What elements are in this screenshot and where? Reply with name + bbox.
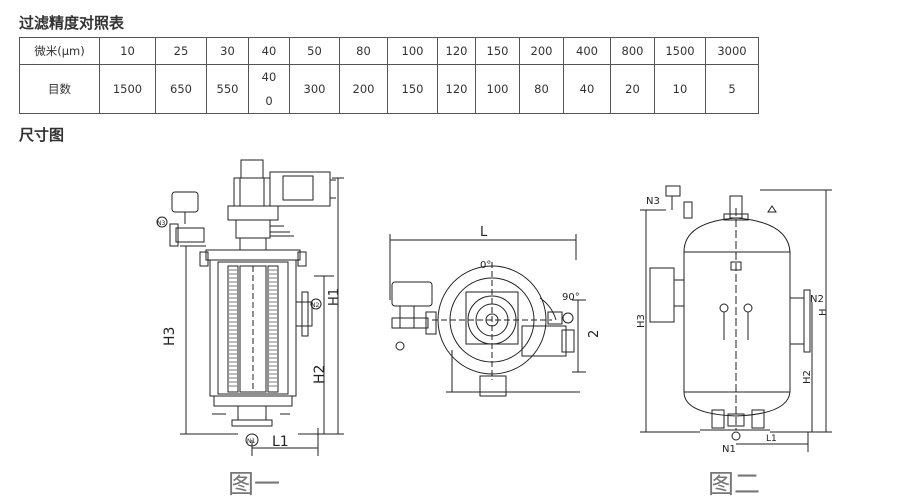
label-l: L <box>480 225 488 240</box>
micron-cell: 80 <box>339 37 388 65</box>
mesh-cell: 650 <box>155 64 207 114</box>
micron-cell: 200 <box>519 37 564 65</box>
micron-cell: 1500 <box>654 37 706 65</box>
top-view-drawing: 0° 90° L 2 <box>389 225 602 397</box>
micron-cell: 10 <box>99 37 156 65</box>
fig2-label-n2: N2 <box>810 294 824 305</box>
micron-cell: 100 <box>387 37 438 65</box>
label-l1: L1 <box>272 434 289 450</box>
mesh-cell: 550 <box>206 64 249 114</box>
fig2-label-n3: N3 <box>646 196 660 207</box>
label-h3: H3 <box>162 327 178 346</box>
mesh-cell: 5 <box>705 64 759 114</box>
micron-cell: 30 <box>206 37 249 65</box>
fig2-label-h3: H3 <box>636 314 647 328</box>
label-n1: N1 <box>247 438 255 445</box>
mesh-cell: 40 <box>563 64 611 114</box>
figure1-drawing: H3 H2 H1 L1 N1 N2 N3 <box>156 159 344 456</box>
precision-table: 微米(μm) 10 25 30 40 50 80 100 120 150 200… <box>19 37 759 114</box>
mesh-cell: 10 <box>654 64 706 114</box>
label-h1: H1 <box>327 288 342 306</box>
label-90-degrees: 90° <box>562 292 580 303</box>
mesh-row: 目数 1500 650 550 400 300 200 150 120 100 … <box>19 64 759 114</box>
precision-table-title: 过滤精度对照表 <box>19 14 125 32</box>
figure2-drawing: H3 H2 H N3 N2 N1 L1 <box>636 185 832 455</box>
micron-cell: 25 <box>155 37 207 65</box>
fig2-label-l1: L1 <box>766 434 777 444</box>
figure1-caption: 图一 <box>228 470 281 500</box>
fig2-label-h: H <box>818 308 829 316</box>
label-n2: N2 <box>311 302 319 309</box>
label-dim-2: 2 <box>587 330 602 338</box>
micron-cell: 150 <box>475 37 520 65</box>
mesh-cell: 200 <box>339 64 388 114</box>
figure1-mesh-hatch <box>229 269 277 387</box>
figure2-caption: 图二 <box>708 470 761 500</box>
fig2-label-n1: N1 <box>722 444 736 455</box>
fig2-label-h2: H2 <box>802 370 813 384</box>
row-label-mesh: 目数 <box>19 64 100 114</box>
label-0-degrees: 0° <box>480 260 491 271</box>
mesh-cell-text: 400 <box>261 70 277 108</box>
dimension-drawing-title: 尺寸图 <box>19 126 65 144</box>
mesh-cell: 100 <box>475 64 520 114</box>
label-n3: N3 <box>157 220 165 227</box>
label-h2: H2 <box>312 365 328 384</box>
row-label-micron: 微米(μm) <box>19 37 100 65</box>
mesh-cell: 400 <box>248 64 290 114</box>
